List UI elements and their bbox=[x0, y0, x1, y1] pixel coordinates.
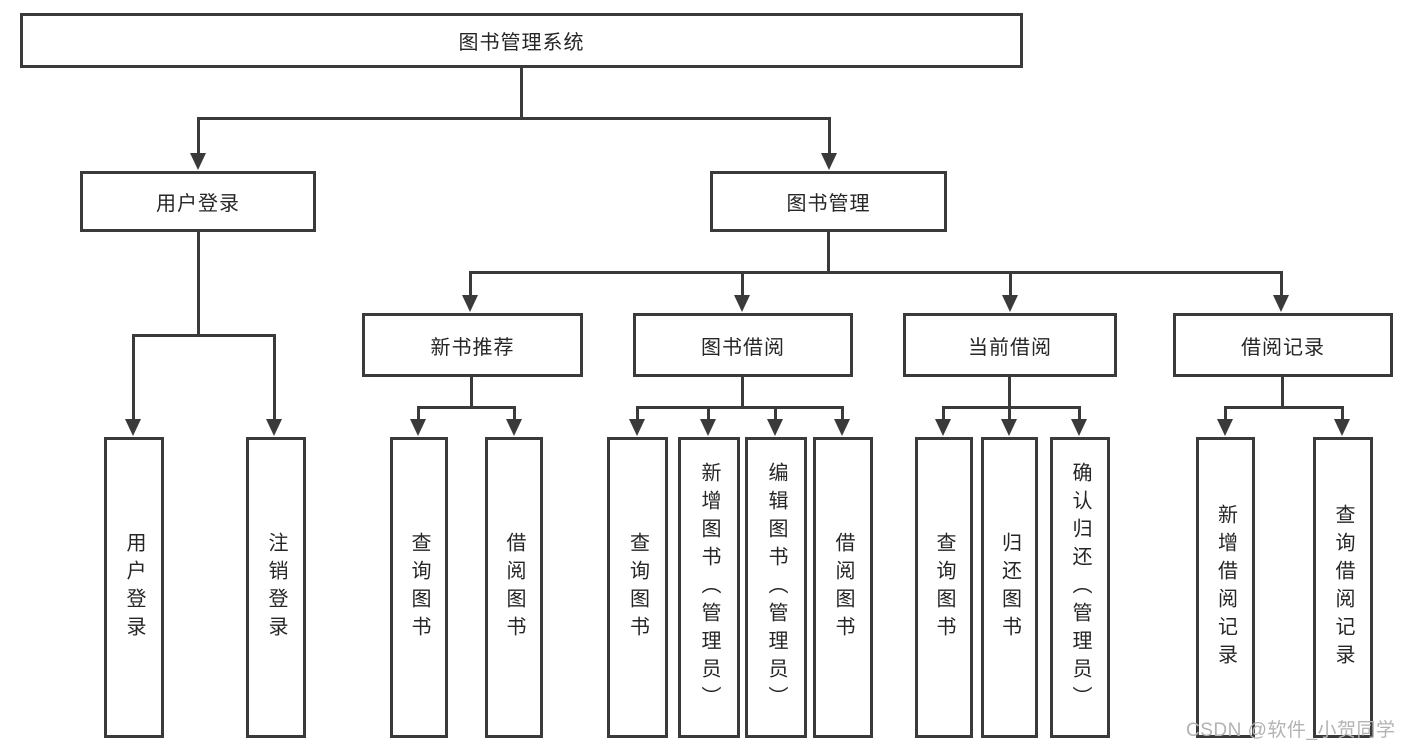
node-label: 查询借阅记录 bbox=[1332, 503, 1354, 672]
node-label: 查询图书 bbox=[933, 531, 955, 644]
node-label: 归还图书 bbox=[998, 531, 1021, 644]
arrowhead-icon bbox=[821, 153, 837, 170]
connector-line bbox=[1281, 377, 1284, 409]
connector-line bbox=[1280, 271, 1283, 296]
connector-line bbox=[197, 232, 200, 335]
connector-line bbox=[1009, 271, 1012, 296]
connector-line bbox=[841, 406, 844, 420]
connector-line bbox=[469, 271, 472, 296]
leaf-bb-borrow-books: 借阅图书 bbox=[813, 437, 873, 738]
arrowhead-icon bbox=[1273, 295, 1289, 312]
arrowhead-icon bbox=[1002, 295, 1018, 312]
node-label: 查询图书 bbox=[626, 531, 649, 644]
connector-line bbox=[470, 377, 473, 409]
arrowhead-icon bbox=[1001, 419, 1017, 436]
connector-line bbox=[636, 406, 639, 420]
node-new-book-recommend: 新书推荐 bbox=[362, 313, 583, 377]
leaf-user-login: 用户登录 bbox=[104, 437, 164, 738]
arrowhead-icon bbox=[1217, 419, 1233, 436]
leaf-nbr-borrow-books: 借阅图书 bbox=[485, 437, 543, 738]
leaf-br-query-borrow-record: 查询借阅记录 bbox=[1313, 437, 1373, 738]
node-label: 用户登录 bbox=[156, 193, 240, 215]
node-label: 借阅图书 bbox=[832, 531, 854, 644]
leaf-cb-query-books: 查询图书 bbox=[915, 437, 973, 738]
connector-line bbox=[1008, 377, 1011, 409]
connector-line bbox=[197, 117, 200, 154]
connector-line bbox=[132, 334, 276, 337]
node-borrow-records: 借阅记录 bbox=[1173, 313, 1393, 377]
node-current-borrow: 当前借阅 bbox=[903, 313, 1117, 377]
connector-line bbox=[1078, 406, 1081, 420]
connector-line bbox=[1224, 406, 1227, 420]
node-root-library-management-system: 图书管理系统 bbox=[20, 13, 1023, 68]
node-label: 当前借阅 bbox=[968, 336, 1052, 359]
leaf-bb-add-book-admin: 新增图书（管理员） bbox=[678, 437, 740, 738]
leaf-bb-edit-book-admin: 编辑图书（管理员） bbox=[745, 437, 807, 738]
node-label: 借阅记录 bbox=[1241, 336, 1325, 359]
connector-line bbox=[707, 406, 710, 420]
connector-line bbox=[1008, 406, 1011, 420]
connector-line bbox=[513, 406, 516, 420]
connector-line bbox=[636, 406, 844, 409]
connector-line bbox=[417, 406, 420, 420]
arrowhead-icon bbox=[935, 419, 951, 436]
arrowhead-icon bbox=[629, 419, 645, 436]
leaf-cb-return-books: 归还图书 bbox=[981, 437, 1038, 738]
node-user-login: 用户登录 bbox=[80, 171, 316, 232]
connector-line bbox=[273, 334, 276, 419]
connector-line bbox=[417, 406, 516, 409]
leaf-bb-query-books: 查询图书 bbox=[607, 437, 668, 738]
node-label: 确认归还（管理员） bbox=[1069, 461, 1091, 714]
connector-line bbox=[741, 271, 744, 296]
arrowhead-icon bbox=[1334, 419, 1350, 436]
node-label: 图书管理 bbox=[786, 193, 871, 215]
leaf-logout: 注销登录 bbox=[246, 437, 306, 738]
connector-line bbox=[942, 406, 945, 420]
arrowhead-icon bbox=[125, 419, 141, 436]
connector-line bbox=[1341, 406, 1344, 420]
arrowhead-icon bbox=[506, 419, 522, 436]
connector-line bbox=[774, 406, 777, 420]
connector-line bbox=[827, 232, 830, 273]
node-label: 注销登录 bbox=[265, 531, 287, 644]
node-label: 新书推荐 bbox=[430, 336, 515, 359]
connector-line bbox=[469, 271, 1283, 274]
node-label: 新增借阅记录 bbox=[1214, 503, 1237, 672]
node-book-management: 图书管理 bbox=[710, 171, 947, 232]
arrowhead-icon bbox=[190, 153, 206, 170]
connector-line bbox=[520, 68, 523, 118]
arrowhead-icon bbox=[767, 419, 783, 436]
connector-line bbox=[741, 377, 744, 409]
node-label: 用户登录 bbox=[123, 531, 145, 644]
arrowhead-icon bbox=[834, 419, 850, 436]
arrowhead-icon bbox=[734, 295, 750, 312]
node-label: 查询图书 bbox=[408, 531, 430, 644]
connector-line bbox=[197, 117, 831, 120]
arrowhead-icon bbox=[1071, 419, 1087, 436]
node-book-borrow: 图书借阅 bbox=[633, 313, 853, 377]
leaf-br-add-borrow-record: 新增借阅记录 bbox=[1196, 437, 1255, 738]
watermark: CSDN @软件_小贺同学 bbox=[1186, 720, 1396, 741]
connector-line bbox=[1224, 406, 1344, 409]
connector-line bbox=[132, 334, 135, 419]
node-label: 编辑图书（管理员） bbox=[765, 461, 787, 714]
connector-line bbox=[942, 406, 1081, 409]
connector-line bbox=[828, 117, 831, 154]
node-label: 新增图书（管理员） bbox=[698, 461, 720, 714]
leaf-cb-confirm-return-admin: 确认归还（管理员） bbox=[1050, 437, 1110, 738]
arrowhead-icon bbox=[462, 295, 478, 312]
arrowhead-icon bbox=[410, 419, 426, 436]
node-label: 图书借阅 bbox=[701, 336, 785, 359]
arrowhead-icon bbox=[266, 419, 282, 436]
node-label: 借阅图书 bbox=[503, 531, 525, 644]
arrowhead-icon bbox=[700, 419, 716, 436]
node-label: 图书管理系统 bbox=[458, 32, 585, 54]
leaf-nbr-query-books: 查询图书 bbox=[390, 437, 448, 738]
